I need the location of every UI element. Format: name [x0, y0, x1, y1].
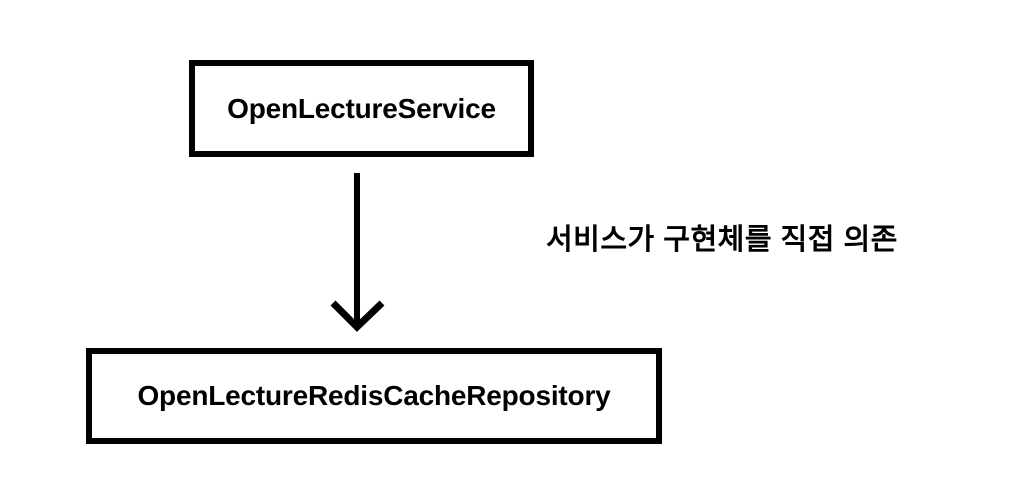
node-label-service: OpenLectureService — [227, 92, 496, 124]
edge-annotation-dependency: 서비스가 구현체를 직접 의존 — [546, 224, 898, 256]
node-open-lecture-redis-cache-repository[interactable]: OpenLectureRedisCacheRepository — [86, 348, 662, 444]
arrow-head — [330, 300, 385, 332]
node-open-lecture-service[interactable]: OpenLectureService — [189, 60, 534, 157]
node-label-repository: OpenLectureRedisCacheRepository — [137, 380, 611, 411]
dependency-arrow-icon — [330, 173, 385, 332]
